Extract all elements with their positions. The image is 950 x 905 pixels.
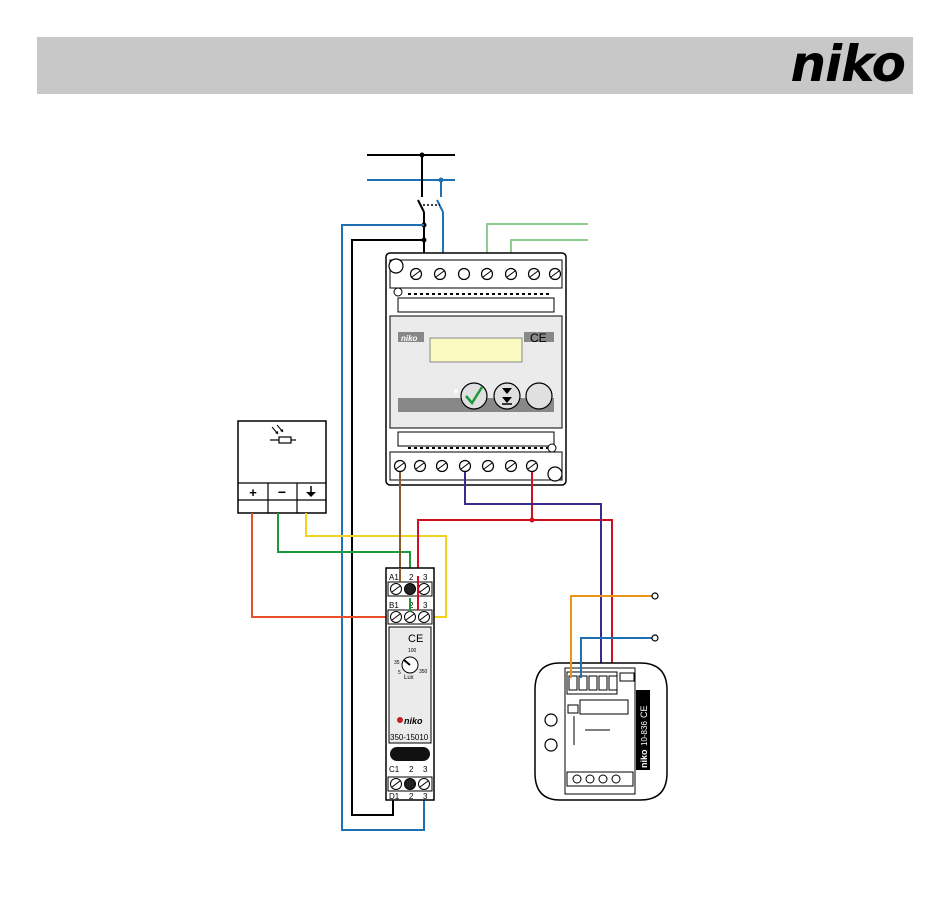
din-ce-mark: CE	[408, 633, 423, 645]
sensor-terminal-minus: −	[278, 484, 286, 500]
red-wire	[418, 472, 532, 576]
lux-label: Lux	[404, 675, 414, 681]
sensor-terminal-plus: +	[249, 485, 257, 500]
row-d-label: D1	[389, 792, 400, 801]
din-part-number: 350-15010	[390, 733, 429, 742]
svg-text:3: 3	[423, 601, 428, 610]
svg-text:5: 5	[398, 670, 401, 676]
svg-text:3: 3	[423, 573, 428, 582]
din-brand: niko	[404, 716, 423, 726]
svg-text:100: 100	[408, 648, 417, 654]
controller-unit: niko CE	[386, 253, 566, 485]
svg-text:3: 3	[423, 792, 428, 801]
flush-part-number: 10-836	[640, 721, 649, 746]
scroll-button[interactable]	[494, 383, 520, 409]
flush-module: niko 10-836 CE	[535, 663, 667, 800]
sensor-red-wire	[252, 513, 390, 617]
confirm-button[interactable]	[461, 383, 487, 409]
row-b-label: B1	[389, 601, 399, 610]
svg-text:2: 2	[409, 792, 414, 801]
breaker-lever-neutral	[437, 200, 443, 212]
blank-button[interactable]	[526, 383, 552, 409]
svg-text:350: 350	[419, 669, 428, 675]
controller-ce-mark: CE	[530, 331, 547, 345]
flush-top-terminals	[569, 676, 617, 690]
flush-ce-mark: CE	[639, 705, 649, 718]
controller-display	[430, 338, 522, 362]
output-terminal-2	[652, 635, 658, 641]
svg-text:3: 3	[423, 765, 428, 774]
row-c-label: C1	[389, 765, 400, 774]
output-terminal-1	[652, 593, 658, 599]
light-sensor: + −	[238, 421, 326, 513]
svg-text:35: 35	[394, 660, 400, 666]
svg-text:2: 2	[409, 765, 414, 774]
breaker-lever-phase	[418, 200, 424, 212]
flush-brand: niko	[639, 749, 649, 768]
svg-text:2: 2	[409, 573, 414, 582]
controller-brand: niko	[401, 334, 418, 343]
row-a-label: A1	[389, 573, 399, 582]
